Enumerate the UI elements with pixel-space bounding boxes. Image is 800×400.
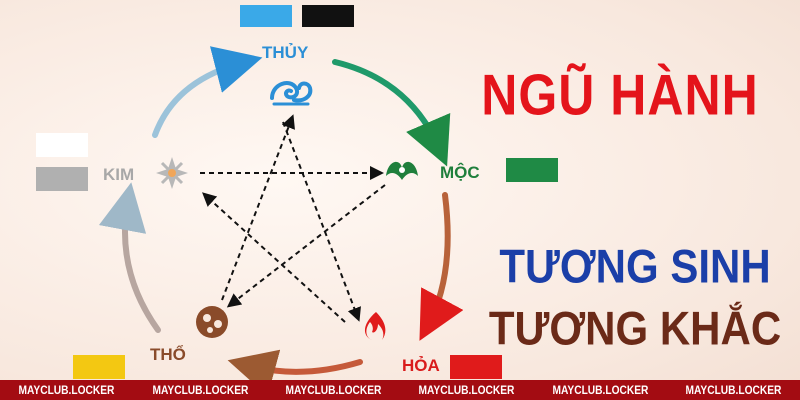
metal-star-icon (156, 157, 188, 189)
swatch-thuy-2 (302, 5, 354, 27)
swatch-thuy-1 (240, 5, 292, 27)
watermark-text: MAYCLUB.LOCKER (551, 383, 648, 397)
watermark-text: MAYCLUB.LOCKER (151, 383, 248, 397)
khac-tho-to-thuy (221, 114, 295, 301)
arc-tho-to-kim (98, 182, 161, 333)
label-thuy: THỦY (262, 43, 309, 62)
swatch-kim-2 (36, 167, 88, 191)
earth-icon (196, 306, 228, 338)
arc-thuy-to-moc (332, 59, 451, 167)
main-title: NGŨ HÀNH (481, 62, 759, 128)
watermark-strip: MAYCLUB.LOCKER MAYCLUB.LOCKER MAYCLUB.LO… (0, 380, 800, 400)
water-swirl-icon (270, 81, 313, 106)
swatch-hoa (450, 355, 502, 379)
swatch-kim-1 (36, 133, 88, 157)
watermark-text: MAYCLUB.LOCKER (685, 383, 782, 397)
leaf-icon (386, 161, 418, 180)
watermark-text: MAYCLUB.LOCKER (418, 383, 515, 397)
label-moc: MỘC (440, 163, 480, 182)
swatch-tho (73, 355, 125, 379)
subtitle-tuong-sinh: TƯƠNG SINH (499, 240, 771, 293)
khac-thuy-to-hoa (282, 121, 361, 322)
arc-hoa-to-tho (227, 349, 363, 397)
flame-icon (364, 312, 386, 340)
label-tho: THỔ (150, 345, 186, 364)
watermark-text: MAYCLUB.LOCKER (285, 383, 382, 397)
arc-moc-to-hoa (419, 192, 464, 341)
label-kim: KIM (103, 165, 135, 184)
label-hoa: HỎA (402, 356, 440, 375)
swatch-moc (506, 158, 558, 182)
arc-kim-to-thuy (152, 46, 263, 138)
watermark-text: MAYCLUB.LOCKER (18, 383, 115, 397)
subtitle-tuong-khac: TƯƠNG KHẮC (488, 302, 782, 355)
khac-hoa-to-kim (202, 192, 346, 323)
khac-moc-to-tho (226, 184, 386, 308)
